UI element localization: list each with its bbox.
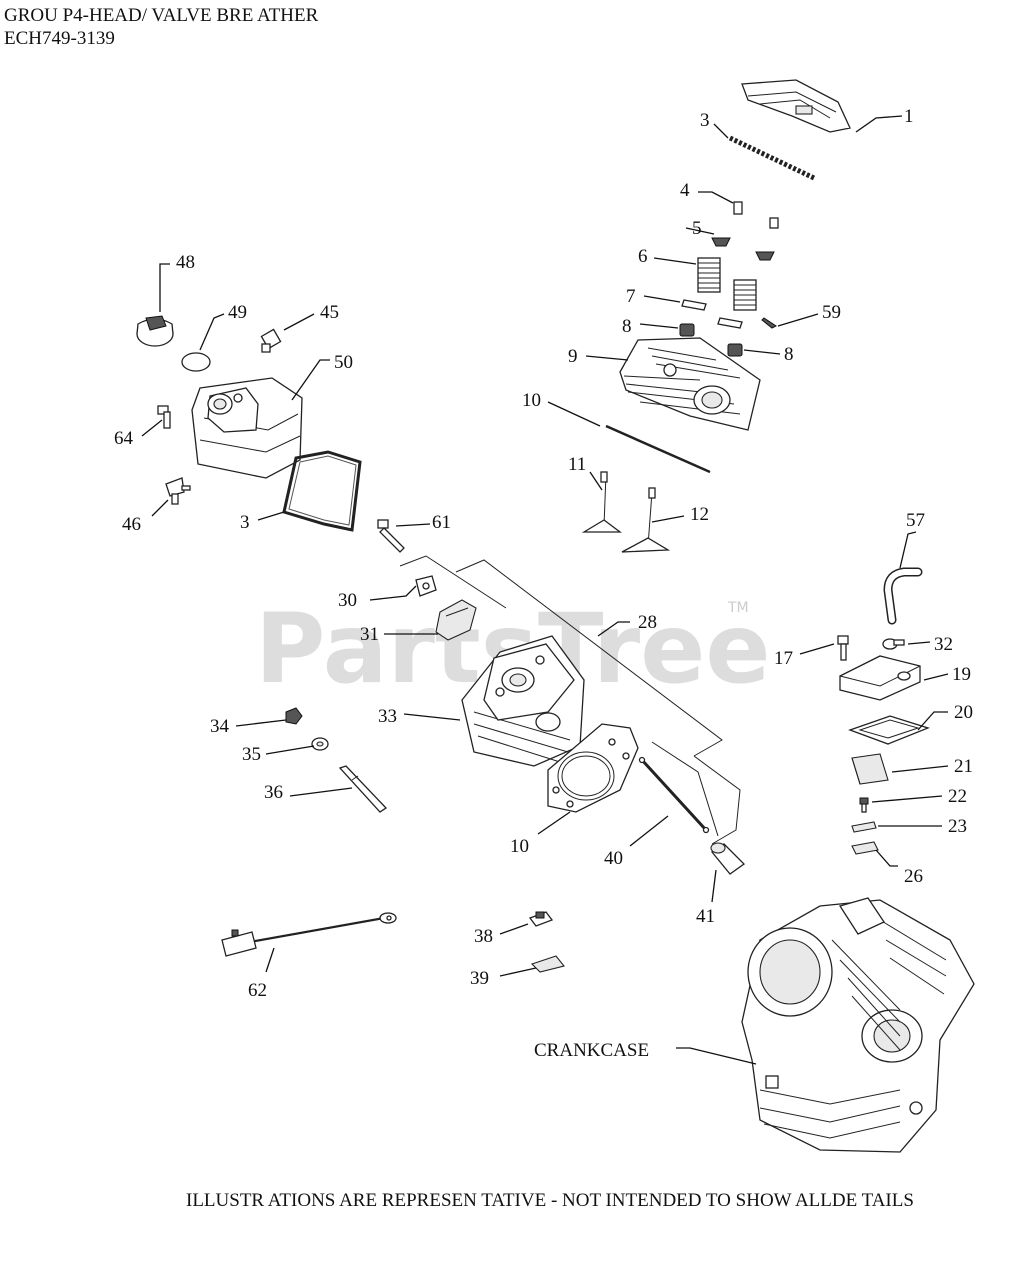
callout-11: 11 — [568, 454, 586, 475]
part-9-cylinder-head[interactable] — [619, 337, 761, 431]
callout-34: 34 — [210, 716, 230, 737]
callout-35: 35 — [242, 744, 261, 765]
callout-38: 38 — [474, 926, 493, 947]
callout-23: 23 — [948, 816, 967, 837]
part-31-rocker-arm[interactable] — [435, 599, 477, 641]
disclaimer-note: ILLUSTR ATIONS ARE REPRESEN TATIVE - NOT… — [186, 1190, 914, 1211]
callout-40: 40 — [604, 848, 623, 869]
part-35-washer[interactable] — [311, 737, 329, 751]
part-38-clip[interactable] — [528, 911, 554, 927]
callout-57: 57 — [906, 510, 925, 531]
callout-3-lower: 3 — [240, 512, 250, 533]
part-23-reed[interactable] — [851, 821, 877, 833]
part-10-head-gasket-edge[interactable] — [605, 424, 711, 474]
part-62-wire-lead[interactable] — [221, 912, 397, 957]
callout-crankcase: CRANKCASE — [534, 1040, 649, 1061]
callout-19: 19 — [952, 664, 971, 685]
callout-9: 9 — [568, 346, 578, 367]
callout-5: 5 — [692, 218, 702, 239]
part-7-valve-guides[interactable] — [681, 299, 743, 329]
callout-17: 17 — [774, 648, 793, 669]
part-48-oil-fill-cap[interactable] — [136, 315, 174, 347]
part-32-clamp[interactable] — [882, 638, 905, 650]
callout-39: 39 — [470, 968, 489, 989]
part-49-o-ring[interactable] — [181, 352, 211, 372]
part-57-breather-hose[interactable] — [883, 567, 923, 625]
part-17-screw[interactable] — [837, 635, 849, 661]
callout-20: 20 — [954, 702, 973, 723]
part-5-retainers[interactable] — [711, 237, 775, 261]
callout-45: 45 — [320, 302, 339, 323]
callout-50: 50 — [334, 352, 353, 373]
callout-1: 1 — [904, 106, 914, 127]
callout-21: 21 — [954, 756, 973, 777]
part-crankcase[interactable] — [741, 897, 975, 1153]
callout-labels: 1 3 4 5 6 7 8 59 8 9 10 11 12 48 49 45 5… — [114, 106, 973, 1061]
callout-10-lower: 10 — [510, 836, 529, 857]
callout-30: 30 — [338, 590, 357, 611]
part-10-head-gasket[interactable] — [547, 723, 639, 813]
callout-32: 32 — [934, 634, 953, 655]
callout-4: 4 — [680, 180, 690, 201]
callout-33: 33 — [378, 706, 397, 727]
part-19-breather-cover-plate[interactable] — [839, 655, 921, 701]
callout-26: 26 — [904, 866, 923, 887]
callout-3: 3 — [700, 110, 710, 131]
part-3-gasket-strip[interactable] — [728, 135, 816, 181]
part-59-pin[interactable] — [761, 317, 777, 329]
part-34-nut[interactable] — [285, 707, 303, 725]
part-40-push-rod[interactable] — [638, 756, 710, 834]
callout-49: 49 — [228, 302, 247, 323]
part-26-reed-stop[interactable] — [851, 841, 879, 855]
diagram-header: GROU P4-HEAD/ VALVE BRE ATHER ECH749-313… — [4, 4, 318, 50]
part-50-breather-cover[interactable] — [191, 377, 303, 479]
part-20-breather-gasket[interactable] — [848, 715, 930, 745]
callout-41: 41 — [696, 906, 715, 927]
callout-10: 10 — [522, 390, 541, 411]
part-12-exhaust-valve[interactable] — [621, 487, 671, 553]
callout-8: 8 — [622, 316, 632, 337]
group-title: GROU P4-HEAD/ VALVE BRE ATHER — [4, 5, 319, 26]
part-64-screw[interactable] — [157, 405, 171, 429]
part-1-valve-cover[interactable] — [741, 79, 851, 133]
part-21-breather-filter[interactable] — [851, 753, 889, 785]
watermark-tm: TM — [727, 600, 749, 616]
part-33-cylinder-head-assembly[interactable] — [461, 635, 585, 767]
callout-6: 6 — [638, 246, 648, 267]
model-number: ECH749-3139 — [4, 28, 115, 49]
part-39-plate[interactable] — [530, 955, 565, 973]
callout-46: 46 — [122, 514, 141, 535]
part-30-rocker-stud[interactable] — [415, 575, 437, 597]
part-61-bolt[interactable] — [377, 519, 405, 553]
callout-31: 31 — [360, 624, 379, 645]
part-45-fitting[interactable] — [260, 328, 282, 353]
part-3-breather-gasket[interactable] — [282, 450, 362, 532]
part-11-intake-valve[interactable] — [581, 471, 622, 533]
part-28-assembly-bracket[interactable] — [399, 555, 741, 845]
callout-22: 22 — [948, 786, 967, 807]
callout-64: 64 — [114, 428, 134, 449]
callout-36: 36 — [264, 782, 283, 803]
part-8-valve-seals[interactable] — [679, 323, 743, 357]
leader-lines — [141, 115, 949, 1065]
callout-62: 62 — [248, 980, 267, 1001]
part-4-keepers[interactable] — [733, 201, 779, 229]
callout-28: 28 — [638, 612, 657, 633]
callout-8b: 8 — [784, 344, 794, 365]
callout-48: 48 — [176, 252, 195, 273]
callout-7: 7 — [626, 286, 636, 307]
callout-61: 61 — [432, 512, 451, 533]
part-36-stud[interactable] — [338, 765, 388, 813]
part-41-tappet[interactable] — [710, 842, 746, 875]
callout-12: 12 — [690, 504, 709, 525]
part-6-valve-springs[interactable] — [697, 257, 757, 311]
callout-59: 59 — [822, 302, 841, 323]
part-22-screw[interactable] — [859, 797, 869, 813]
part-46-fitting[interactable] — [165, 477, 191, 505]
